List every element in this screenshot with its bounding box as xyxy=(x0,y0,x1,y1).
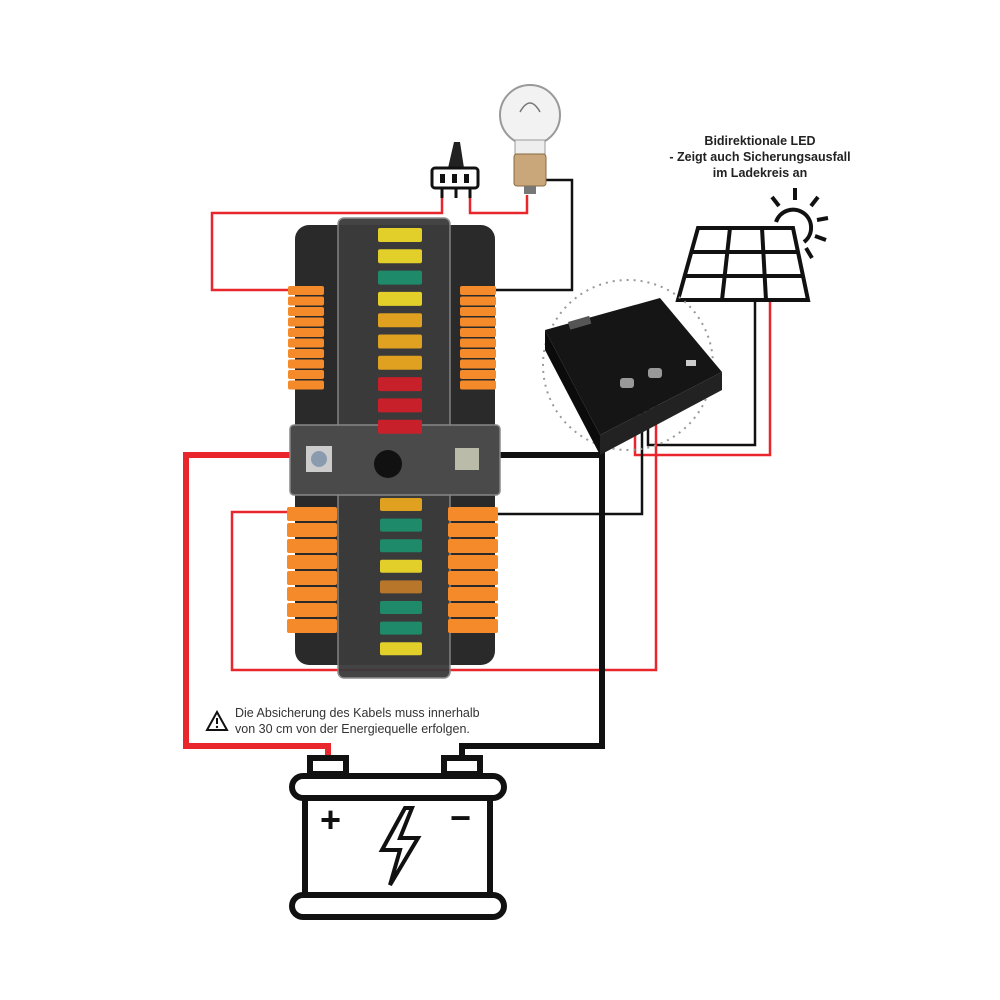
terminal-lever[interactable] xyxy=(288,338,324,348)
main-wires xyxy=(183,452,605,760)
terminal-lever[interactable] xyxy=(287,571,337,585)
terminal-lever[interactable] xyxy=(460,338,496,348)
top-fuse-row xyxy=(378,228,422,434)
fuse[interactable] xyxy=(378,398,422,413)
terminal-lever[interactable] xyxy=(288,307,324,316)
fuse[interactable] xyxy=(378,270,422,285)
wago-terminals xyxy=(287,286,498,633)
main-positive-cable xyxy=(183,452,331,760)
terminal-lever[interactable] xyxy=(448,523,498,537)
terminal-lever[interactable] xyxy=(288,380,324,390)
terminal-lever[interactable] xyxy=(460,296,496,306)
terminal-lever[interactable] xyxy=(288,359,324,369)
charge-controller xyxy=(542,279,722,455)
terminal-lever[interactable] xyxy=(287,555,337,569)
terminal-lever[interactable] xyxy=(460,370,496,379)
fuse[interactable] xyxy=(378,249,422,264)
led-note: Bidirektionale LED - Zeigt auch Sicherun… xyxy=(640,133,880,181)
red-wire-controller xyxy=(230,400,658,672)
main-negative-cable xyxy=(459,452,605,760)
terminal-lever[interactable] xyxy=(288,349,324,358)
terminal-lever[interactable] xyxy=(460,380,496,390)
led-note-line2: - Zeigt auch Sicherungsausfall xyxy=(669,150,851,164)
terminal-lever[interactable] xyxy=(288,328,324,337)
terminal-lever[interactable] xyxy=(448,555,498,569)
terminal-lever[interactable] xyxy=(460,359,496,369)
led-note-line1: Bidirektionale LED xyxy=(704,134,816,148)
warning-line2: von 30 cm von der Energiequelle erfolgen… xyxy=(235,722,470,736)
red-wire-switch xyxy=(210,196,444,292)
terminal-lever[interactable] xyxy=(448,539,498,553)
black-wire-bulb xyxy=(490,178,574,292)
fuse[interactable] xyxy=(380,580,422,594)
warning-line1: Die Absicherung des Kabels muss innerhal… xyxy=(235,706,480,720)
terminal-lever[interactable] xyxy=(287,587,337,601)
fuse[interactable] xyxy=(380,559,422,573)
fuse[interactable] xyxy=(380,539,422,553)
battery-minus-label: − xyxy=(450,797,471,838)
terminal-lever[interactable] xyxy=(460,328,496,337)
fuse[interactable] xyxy=(378,291,422,306)
terminal-lever[interactable] xyxy=(287,539,337,553)
light-bulb xyxy=(499,84,561,194)
terminal-lever[interactable] xyxy=(460,349,496,358)
terminal-lever[interactable] xyxy=(288,317,324,327)
fuse[interactable] xyxy=(378,355,422,370)
terminal-lever[interactable] xyxy=(448,507,498,521)
terminal-lever[interactable] xyxy=(460,317,496,327)
fuse[interactable] xyxy=(380,498,422,511)
terminal-lever[interactable] xyxy=(288,286,324,295)
battery xyxy=(289,755,507,920)
fuse[interactable] xyxy=(380,642,422,656)
red-wire-bulb xyxy=(468,195,529,215)
fuse-box xyxy=(287,217,501,679)
toggle-switch xyxy=(430,142,480,198)
switch-wires xyxy=(210,178,574,292)
bottom-fuse-row xyxy=(380,498,422,656)
terminal-lever[interactable] xyxy=(448,603,498,617)
terminal-lever[interactable] xyxy=(288,370,324,379)
fuse[interactable] xyxy=(380,621,422,635)
sun-icon xyxy=(770,188,829,260)
terminal-lever[interactable] xyxy=(448,571,498,585)
black-wire-controller xyxy=(490,400,644,516)
terminal-lever[interactable] xyxy=(448,619,498,633)
fuse[interactable] xyxy=(378,313,422,328)
solar-panel xyxy=(675,226,811,302)
led-note-line3: im Ladekreis an xyxy=(712,166,808,180)
fuse[interactable] xyxy=(378,228,422,242)
fuse[interactable] xyxy=(378,377,422,392)
terminal-lever[interactable] xyxy=(287,523,337,537)
terminal-lever[interactable] xyxy=(287,507,337,521)
terminal-lever[interactable] xyxy=(460,286,496,295)
fuse[interactable] xyxy=(380,601,422,614)
lightning-bolt-icon xyxy=(378,806,422,887)
fuse[interactable] xyxy=(380,518,422,532)
terminal-lever[interactable] xyxy=(460,307,496,316)
warning-note: Die Absicherung des Kabels muss innerhal… xyxy=(205,705,480,737)
fuse[interactable] xyxy=(378,334,422,349)
terminal-lever[interactable] xyxy=(448,587,498,601)
fuse[interactable] xyxy=(378,419,422,434)
battery-plus-label: + xyxy=(320,799,341,840)
terminal-lever[interactable] xyxy=(287,603,337,617)
warning-triangle-icon xyxy=(205,710,229,731)
terminal-lever[interactable] xyxy=(287,619,337,633)
terminal-lever[interactable] xyxy=(288,296,324,306)
